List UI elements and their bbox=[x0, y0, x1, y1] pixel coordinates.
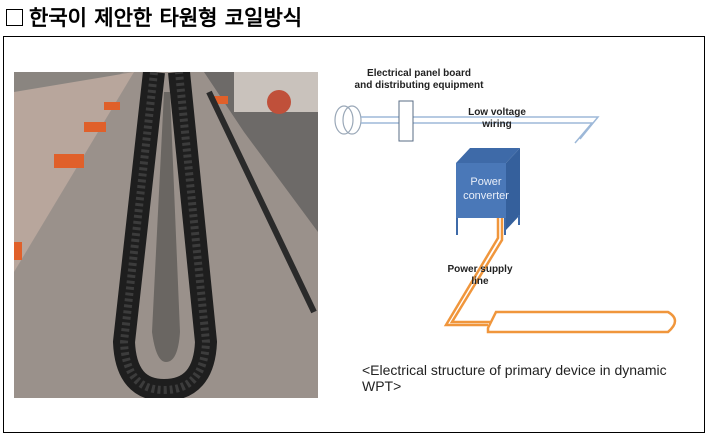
power-converter-icon bbox=[456, 148, 520, 235]
checkbox-square-icon bbox=[6, 8, 23, 26]
panel-board-icon bbox=[398, 100, 414, 142]
converter-label: Power converter bbox=[456, 175, 516, 203]
title-text: 한국이 제안한 타원형 코일방식 bbox=[29, 6, 303, 30]
low-voltage-line1: Low voltage bbox=[468, 107, 526, 118]
converter-line1: Power bbox=[470, 176, 502, 188]
transformer-icon bbox=[334, 105, 362, 135]
elliptical-coil bbox=[486, 310, 677, 334]
panel-label-line2: and distributing equipment bbox=[354, 80, 484, 91]
low-voltage-line2: wiring bbox=[482, 119, 512, 130]
figure-frame bbox=[3, 36, 705, 433]
coil-installation-photo bbox=[14, 72, 318, 398]
panel-label-line1: Electrical panel board bbox=[367, 68, 471, 79]
figure-caption: <Electrical structure of primary device … bbox=[362, 362, 667, 394]
supply-line-label: Power supply line bbox=[447, 264, 513, 287]
page-title: 한국이 제안한 타원형 코일방식 bbox=[6, 2, 302, 32]
converter-line2: converter bbox=[463, 190, 509, 202]
low-voltage-wire bbox=[361, 116, 600, 144]
power-supply-line bbox=[443, 218, 504, 327]
wpt-diagram bbox=[334, 100, 677, 334]
